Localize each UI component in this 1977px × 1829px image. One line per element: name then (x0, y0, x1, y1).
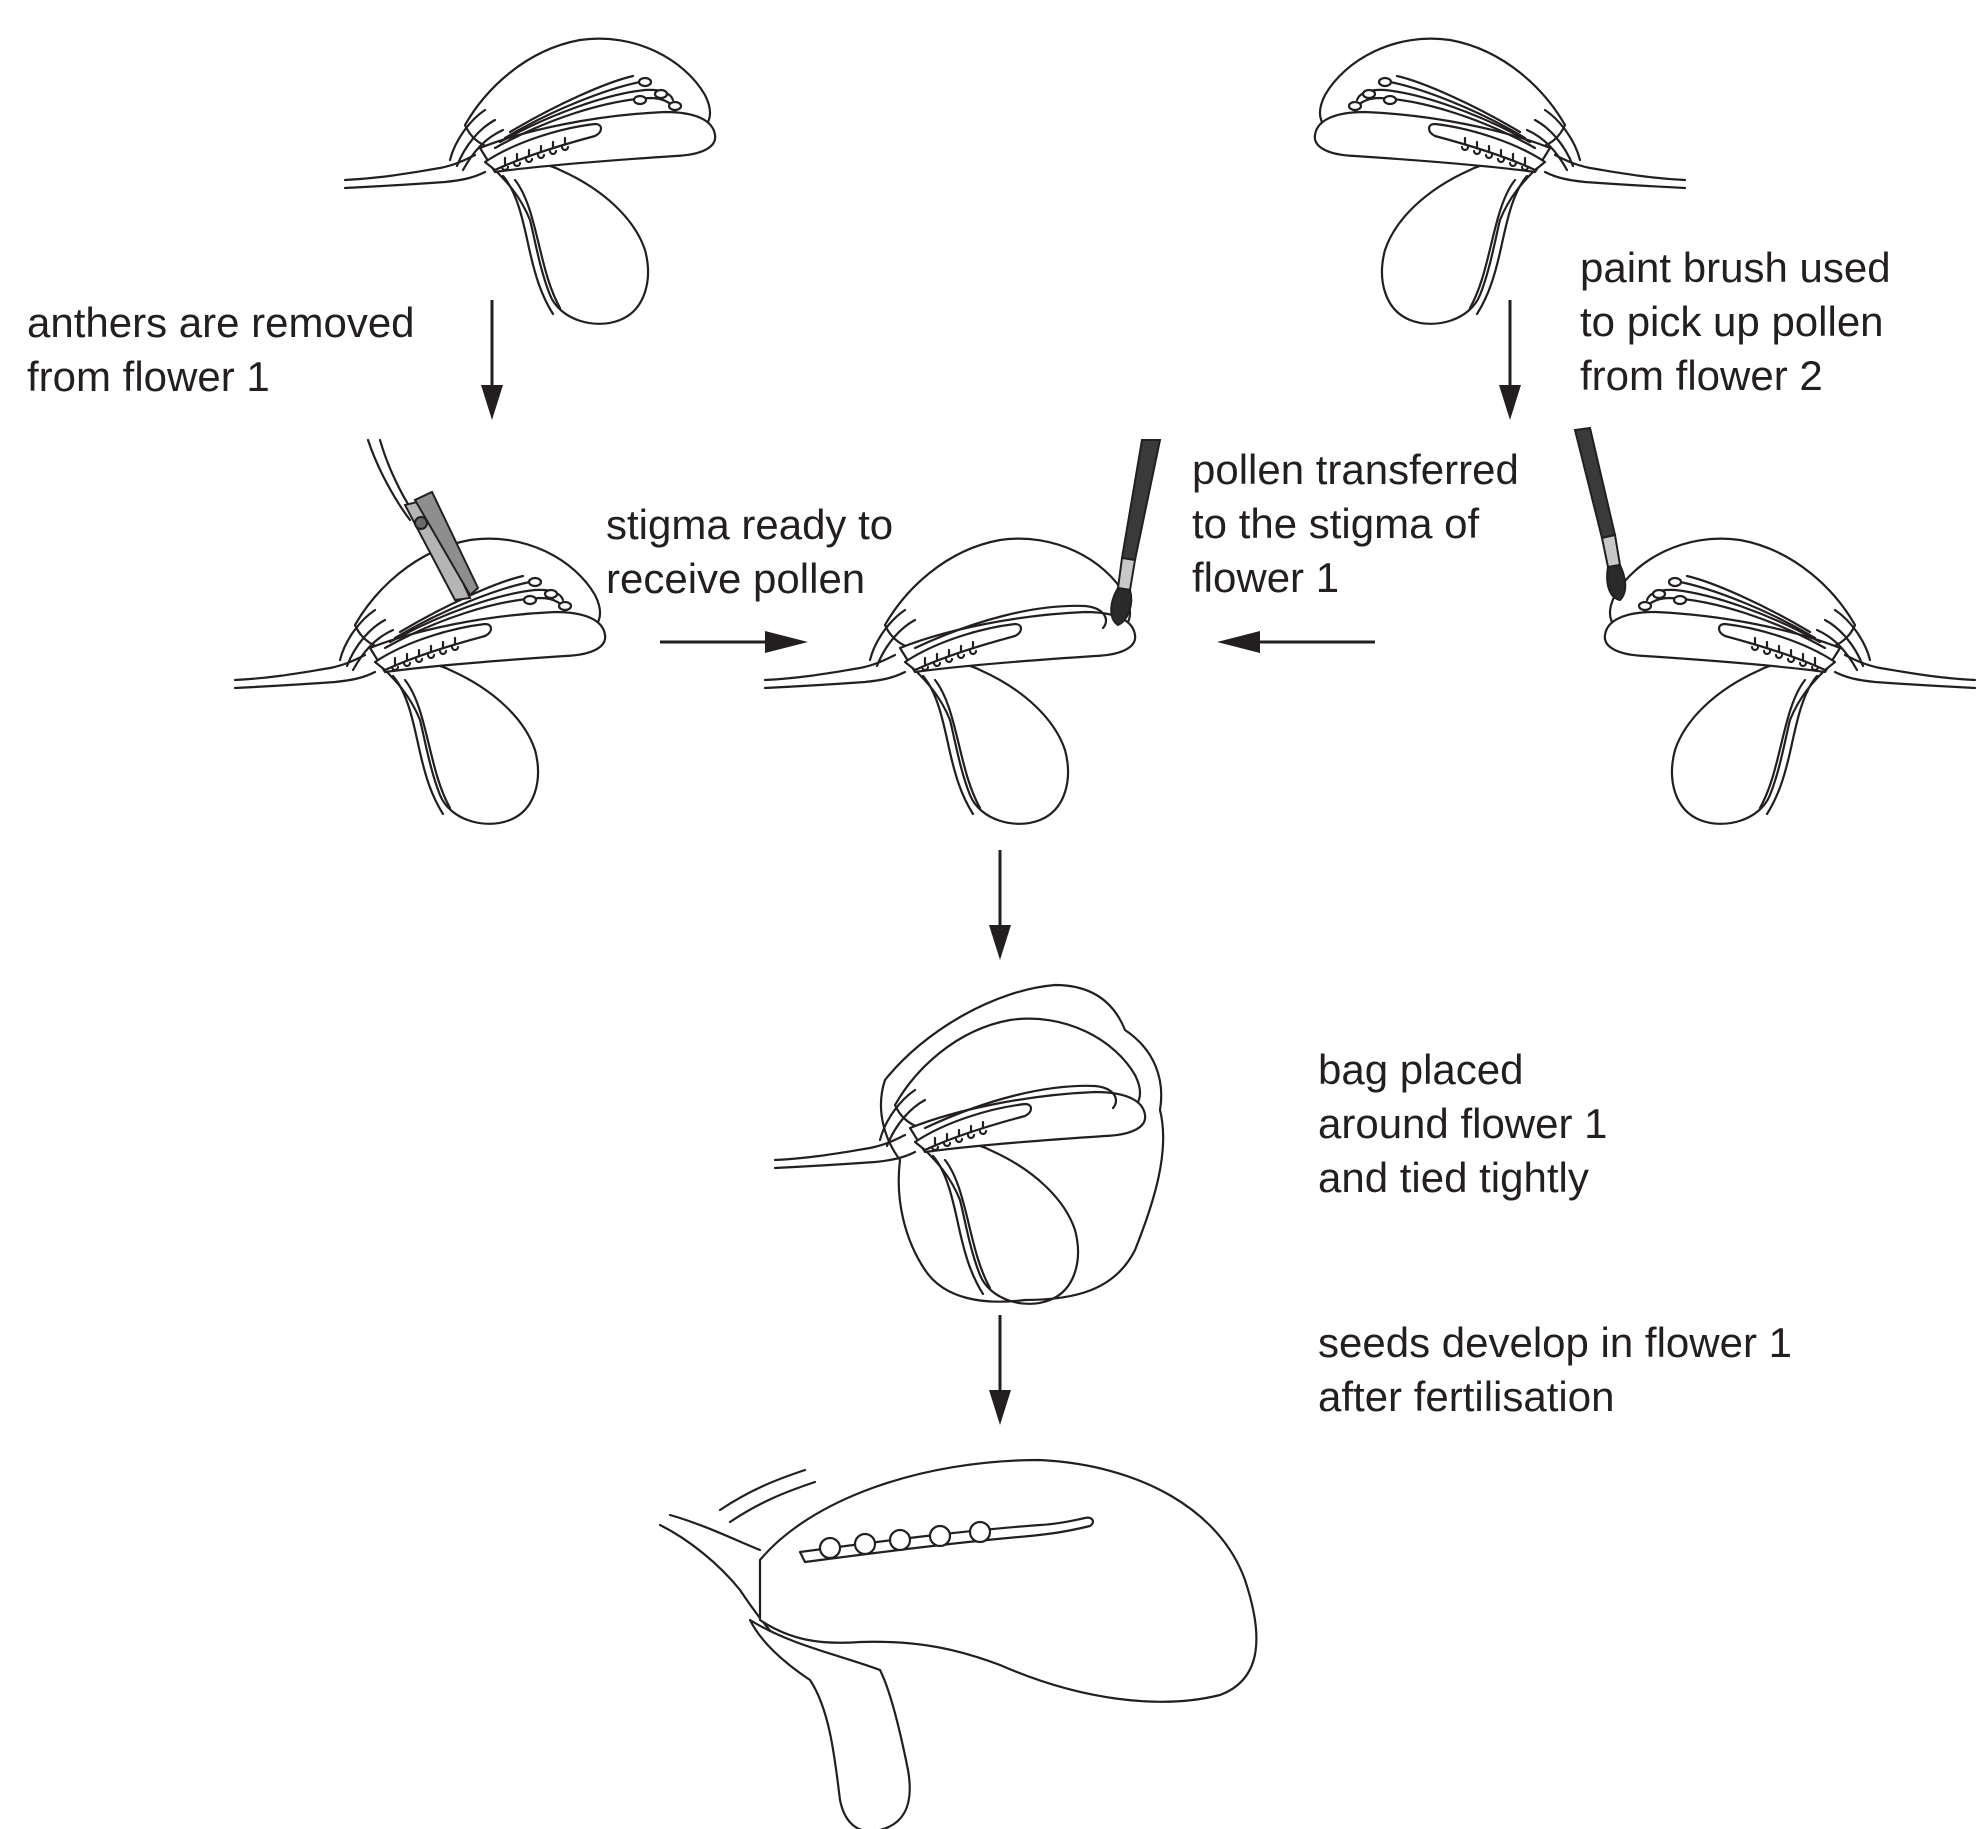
paintbrush-icon (1573, 426, 1627, 602)
label-stigma-ready: stigma ready to receive pollen (606, 498, 893, 606)
flower-1-intact (343, 37, 717, 325)
scissors-icon (366, 438, 480, 602)
label-paint-brush: paint brush used to pick up pollen from … (1580, 241, 1891, 403)
arrow-down-flower1 (481, 300, 503, 420)
label-seeds-develop: seeds develop in flower 1 after fertilis… (1318, 1316, 1792, 1424)
flower-1-emasculation (233, 537, 607, 825)
label-bag-placed: bag placed around flower 1 and tied tigh… (1318, 1043, 1608, 1205)
label-line: pollen transferred (1192, 446, 1519, 493)
label-pollen-transferred: pollen transferred to the stigma of flow… (1192, 443, 1519, 605)
label-line: from flower 1 (27, 353, 270, 400)
label-line: from flower 2 (1580, 352, 1823, 399)
flower-1-bagged (773, 983, 1165, 1305)
label-line: anthers are removed (27, 299, 415, 346)
arrow-left-to-stigma (1217, 631, 1375, 653)
seed-pod (658, 1458, 1258, 1829)
label-line: seeds develop in flower 1 (1318, 1319, 1792, 1366)
label-line: stigma ready to (606, 501, 894, 548)
flower-2-pollen-pickup (1603, 537, 1977, 825)
paintbrush-icon (1110, 439, 1162, 627)
label-line: bag placed (1318, 1046, 1524, 1093)
arrow-down-to-pod (989, 1315, 1011, 1425)
label-line: paint brush used (1580, 244, 1891, 291)
label-line: flower 1 (1192, 554, 1340, 601)
label-line: and tied tightly (1318, 1154, 1589, 1201)
label-line: around flower 1 (1318, 1100, 1608, 1147)
label-line: receive pollen (606, 555, 866, 602)
arrow-right-to-stigma (660, 631, 808, 653)
arrow-down-to-bag (989, 850, 1011, 960)
arrow-down-flower2 (1499, 300, 1521, 420)
label-line: to the stigma of (1192, 500, 1480, 547)
label-line: after fertilisation (1318, 1373, 1615, 1420)
label-anthers-removed: anthers are removed from flower 1 (27, 296, 415, 404)
label-line: to pick up pollen (1580, 298, 1884, 345)
